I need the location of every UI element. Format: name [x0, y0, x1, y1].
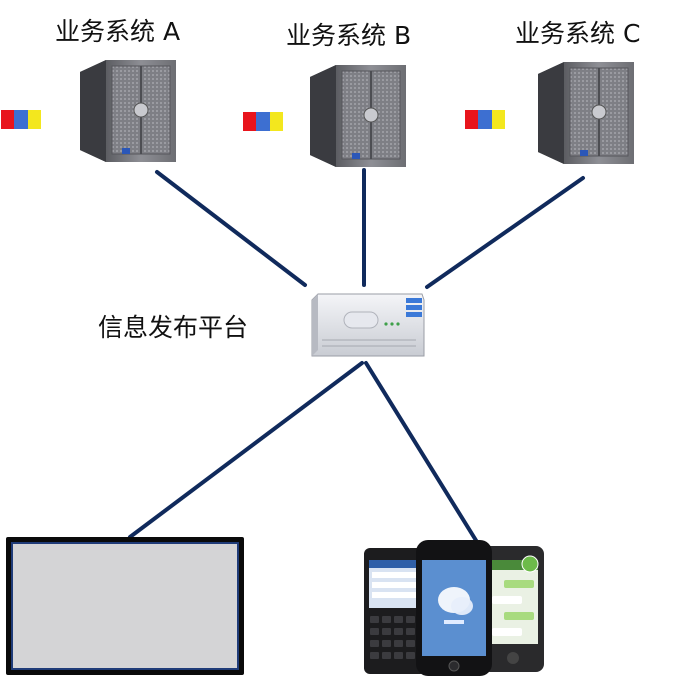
color-flag-icon [243, 112, 283, 131]
color-flag-icon [1, 110, 41, 129]
platform-label: 信息发布平台 [98, 313, 249, 342]
tower-server-icon [80, 60, 176, 162]
link-phones [364, 361, 479, 544]
color-flag-icon [465, 110, 505, 129]
mobile-phones-icon [364, 540, 544, 676]
display-screen-icon [6, 537, 244, 675]
system-c-label: 业务系统 C [515, 19, 641, 48]
display-screen-area [11, 542, 239, 670]
system-b-label: 业务系统 B [286, 21, 412, 50]
tower-server-icon [538, 62, 634, 164]
tower-server-icon [310, 65, 406, 167]
link-monitor [128, 361, 364, 539]
link-system-c [425, 176, 585, 289]
system-a-label: 业务系统 A [55, 17, 181, 46]
link-system-a [155, 170, 307, 287]
network-appliance-icon [311, 293, 425, 357]
